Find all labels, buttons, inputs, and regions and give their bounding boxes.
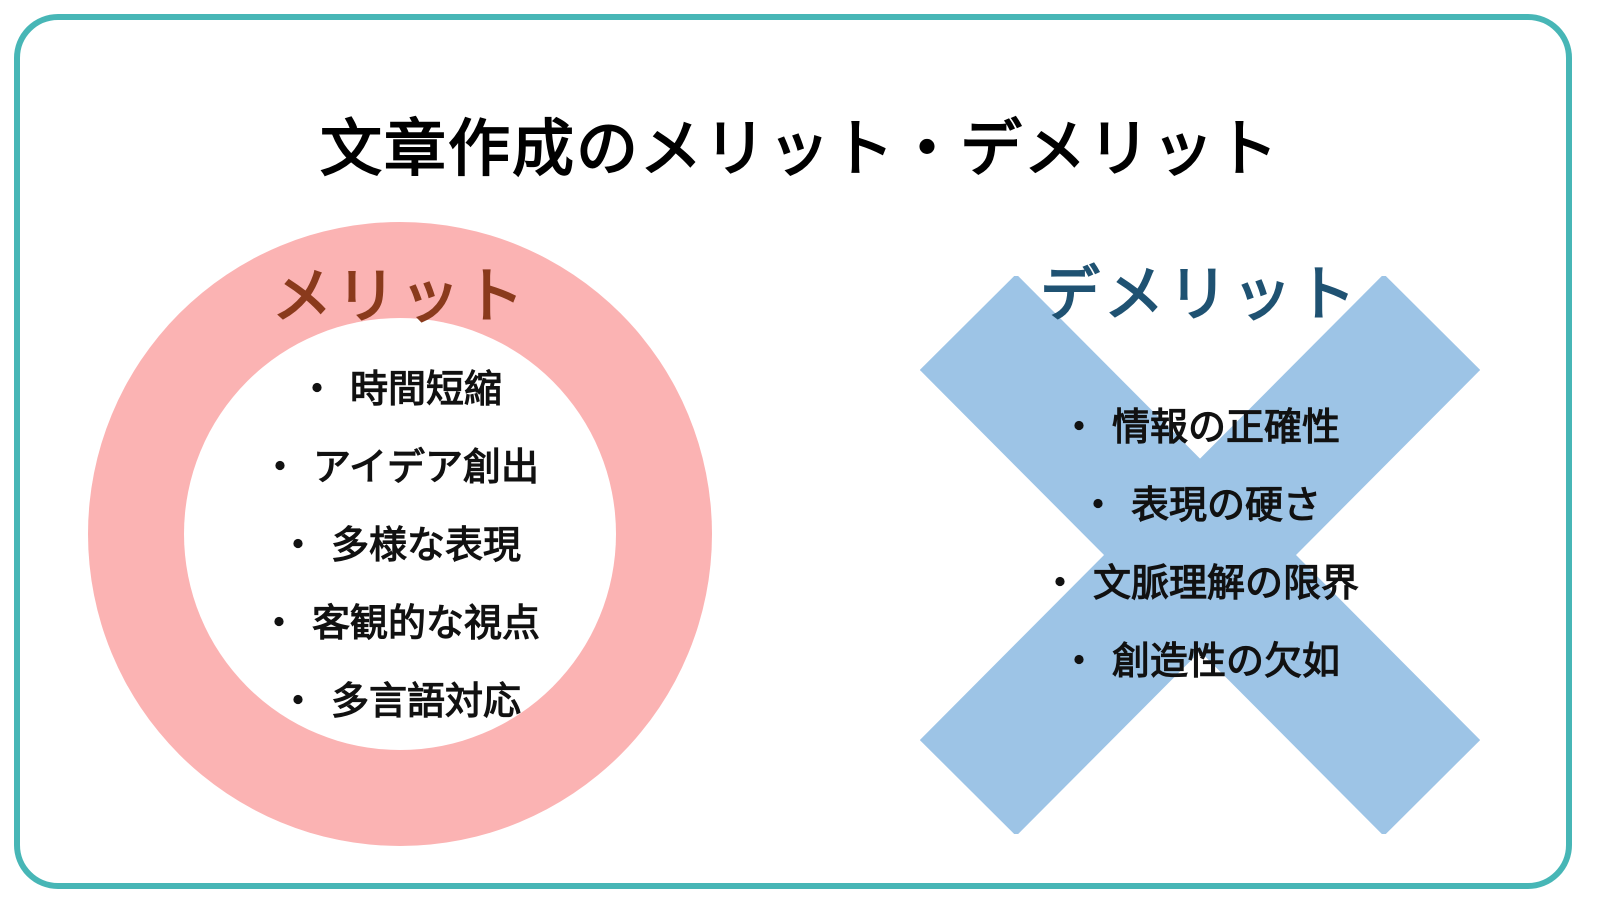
demerit-item-label: 文脈理解の限界 [1093,561,1360,605]
list-item: ・文脈理解の限界 [980,544,1420,622]
cross-shape [920,276,1480,834]
merit-list: ・時間短縮 ・アイデア創出 ・多様な表現 ・客観的な視点 ・多言語対応 [200,350,600,740]
list-item: ・情報の正確性 [980,388,1420,466]
list-item: ・客観的な視点 [200,584,600,662]
demerit-heading: デメリット [1040,260,1360,330]
bullet: ・ [1059,639,1098,683]
cross-icon [920,276,1480,834]
merit-item-label: 客観的な視点 [312,601,541,645]
bullet: ・ [278,679,317,723]
bullet: ・ [278,523,317,567]
list-item: ・多様な表現 [200,506,600,584]
list-item: ・時間短縮 [200,350,600,428]
list-item: ・多言語対応 [200,662,600,740]
list-item: ・表現の硬さ [980,466,1420,544]
demerit-item-label: 情報の正確性 [1112,405,1341,449]
bullet: ・ [1059,405,1098,449]
bullet: ・ [297,367,336,411]
merit-item-label: 時間短縮 [350,367,503,411]
merit-item-label: 多様な表現 [331,523,522,567]
merit-item-label: アイデア創出 [312,445,540,489]
bullet: ・ [260,445,299,489]
merit-item-label: 多言語対応 [331,679,522,723]
merit-ring-inner [184,318,616,750]
list-item: ・アイデア創出 [200,428,600,506]
demerit-list: ・情報の正確性 ・表現の硬さ ・文脈理解の限界 ・創造性の欠如 [980,388,1420,700]
page-title: 文章作成のメリット・デメリット [319,112,1280,185]
bullet: ・ [1040,561,1079,605]
demerit-item-label: 創造性の欠如 [1112,639,1341,683]
bullet: ・ [259,601,298,645]
list-item: ・創造性の欠如 [980,622,1420,700]
merit-heading: メリット [272,262,528,332]
bullet: ・ [1078,483,1117,527]
demerit-item-label: 表現の硬さ [1131,483,1322,527]
